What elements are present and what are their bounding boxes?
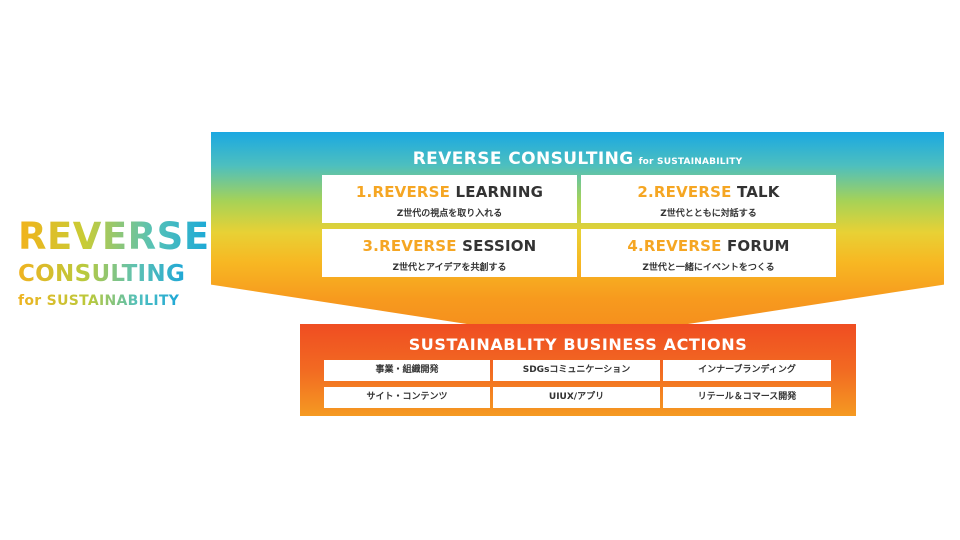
card-title: 3.REVERSE SESSION — [322, 237, 577, 255]
card-subtitle: Z世代とアイデアを共創する — [392, 263, 507, 273]
card-reverse-session: 3.REVERSE SESSION Z世代とアイデアを共創する — [322, 229, 577, 277]
card-subtitle: Z世代とともに対話する — [660, 209, 757, 219]
action-tag: リテール＆コマース開発 — [663, 387, 831, 408]
card-title: 2.REVERSE TALK — [581, 183, 836, 201]
card-word: SESSION — [456, 237, 537, 255]
card-reverse-talk: 2.REVERSE TALK Z世代とともに対話する — [581, 175, 836, 223]
card-reverse-learning: 1.REVERSE LEARNING Z世代の視点を取り入れる — [322, 175, 577, 223]
card-number: 4. — [627, 237, 644, 255]
funnel-title: REVERSE CONSULTING for SUSTAINABILITY — [211, 149, 944, 169]
card-number: 2. — [637, 183, 654, 201]
card-reverse-word: REVERSE — [643, 237, 722, 255]
card-word: FORUM — [721, 237, 790, 255]
logo-line-reverse: REVERSE — [18, 215, 210, 258]
funnel-title-small: for SUSTAINABILITY — [638, 157, 743, 167]
card-word: TALK — [731, 183, 780, 201]
card-reverse-word: REVERSE — [379, 237, 457, 255]
card-reverse-forum: 4.REVERSE FORUM Z世代と一緒にイベントをつくる — [581, 229, 836, 277]
business-actions-panel: SUSTAINABLITY BUSINESS ACTIONS 事業・組織開発 S… — [300, 324, 856, 416]
funnel-title-main: REVERSE CONSULTING — [412, 149, 634, 169]
brand-logo: REVERSE CONSULTING for SUSTAINABILITY — [18, 218, 213, 308]
action-tag: サイト・コンテンツ — [324, 387, 490, 408]
action-tag: 事業・組織開発 — [324, 360, 490, 381]
card-number: 3. — [362, 237, 380, 255]
card-subtitle: Z世代の視点を取り入れる — [396, 209, 503, 219]
action-tag: SDGsコミュニケーション — [493, 360, 660, 381]
actions-title: SUSTAINABLITY BUSINESS ACTIONS — [408, 335, 748, 354]
card-title: 4.REVERSE FORUM — [581, 237, 836, 255]
card-title: 1.REVERSE LEARNING — [322, 183, 577, 201]
card-subtitle: Z世代と一緒にイベントをつくる — [642, 263, 775, 273]
card-reverse-word: REVERSE — [372, 183, 451, 201]
logo-line-for-sustainability: for SUSTAINABILITY — [18, 293, 180, 309]
card-word: LEARNING — [450, 183, 544, 201]
logo-line-consulting: CONSULTING — [18, 261, 186, 287]
action-tag: インナーブランディング — [663, 360, 831, 381]
card-reverse-word: REVERSE — [653, 183, 732, 201]
card-number: 1. — [355, 183, 373, 201]
action-tag: UIUX/アプリ — [493, 387, 660, 408]
